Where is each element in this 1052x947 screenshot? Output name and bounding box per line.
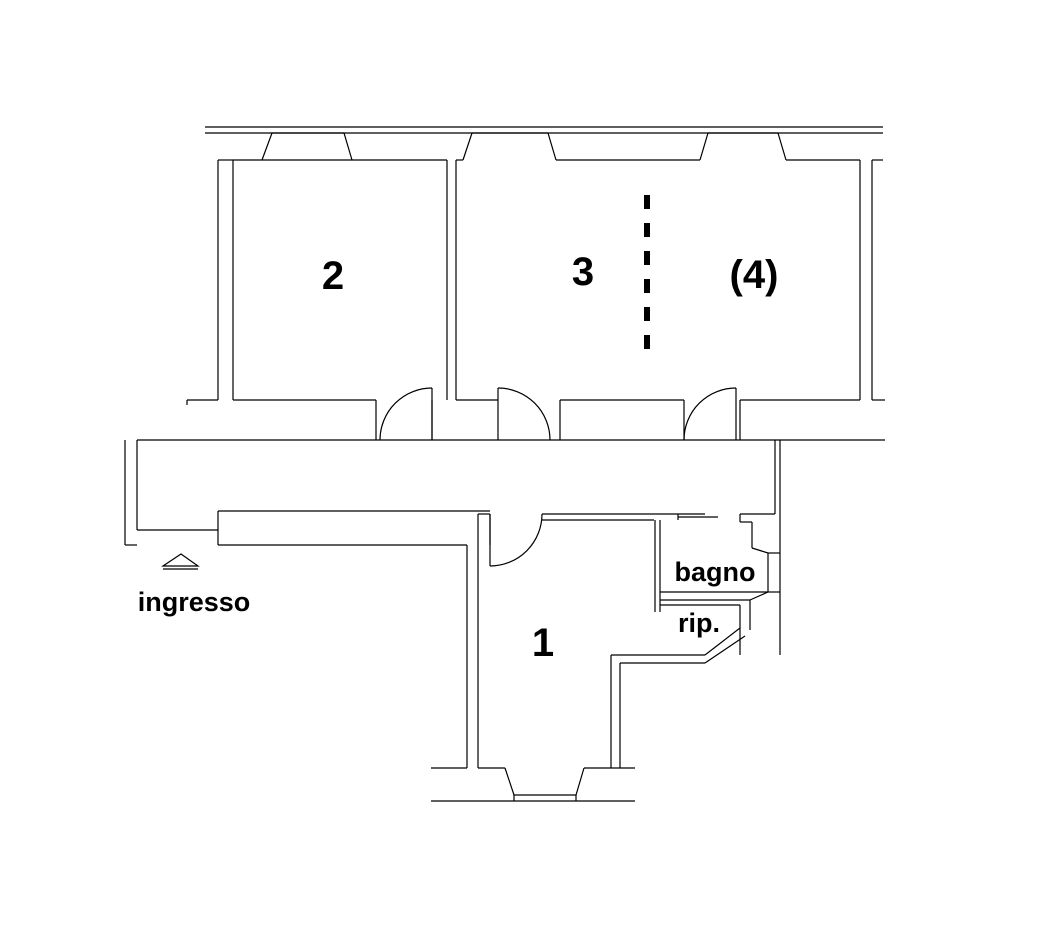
bathroom-walls bbox=[660, 440, 781, 655]
room-2-walls bbox=[186, 159, 463, 405]
door-room-1 bbox=[489, 513, 543, 567]
door-room-3 bbox=[497, 387, 551, 441]
entrance-label: ingresso bbox=[138, 587, 251, 617]
door-room-4 bbox=[683, 387, 737, 441]
room-1-walls bbox=[431, 513, 705, 802]
room-4-label: (4) bbox=[730, 253, 779, 297]
room-3-4-walls bbox=[431, 159, 885, 440]
room-3-label: 3 bbox=[572, 250, 594, 294]
top-facade bbox=[205, 126, 883, 161]
storage-walls bbox=[660, 600, 751, 664]
corridor-walls bbox=[124, 439, 885, 546]
door-room-2 bbox=[375, 387, 433, 441]
room-2-label: 2 bbox=[322, 254, 344, 298]
bathroom-label: bagno bbox=[675, 557, 756, 587]
entrance-arrow-icon bbox=[161, 553, 200, 570]
room-1-label: 1 bbox=[532, 621, 554, 665]
storage-label: rip. bbox=[678, 608, 720, 638]
